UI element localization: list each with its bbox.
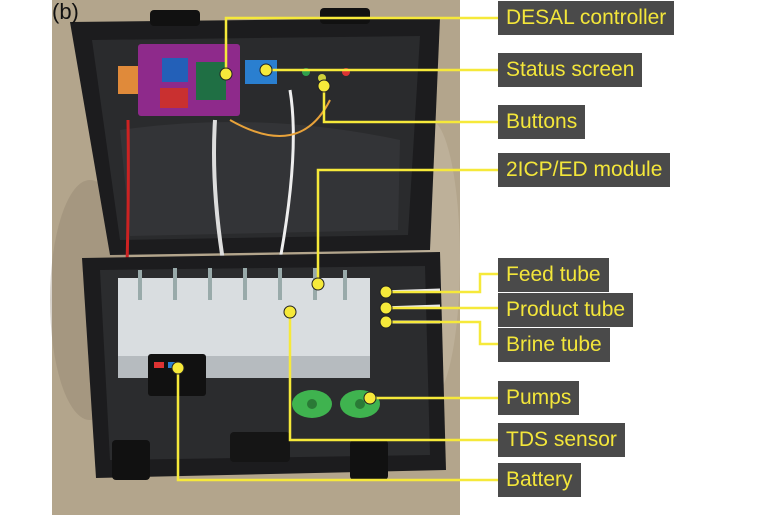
label-pumps: Pumps [498,381,580,415]
label-feed-tube: Feed tube [498,258,609,292]
device-photo [50,0,460,515]
leader-brine-tube [384,320,500,346]
dot-status-screen [259,63,273,77]
controller-board [118,44,240,116]
leader-buttons [322,84,500,124]
label-module: 2ICP/ED module [498,153,671,187]
leader-tds-sensor [288,310,500,442]
label-status-screen: Status screen [498,53,643,87]
dot-buttons [317,79,331,93]
dot-tds-sensor [283,305,297,319]
label-desal-controller: DESAL controller [498,1,675,35]
leader-dots [171,63,393,405]
leader-lines [176,16,500,482]
dot-pumps [363,391,377,405]
leader-desal-controller [224,16,500,76]
dot-module [311,277,325,291]
dot-battery [171,361,185,375]
leader-battery [176,366,500,482]
leader-module [316,168,500,286]
label-battery: Battery [498,463,581,497]
dot-desal-controller [219,67,233,81]
label-tds-sensor: TDS sensor [498,423,625,457]
leader-feed-tube [384,272,500,294]
panel-letter: (b) [52,0,79,24]
label-product-tube: Product tube [498,293,634,327]
label-buttons: Buttons [498,105,586,139]
dot-product-tube [379,301,393,315]
label-brine-tube: Brine tube [498,328,610,362]
dot-brine-tube [379,315,393,329]
dot-feed-tube [379,285,393,299]
